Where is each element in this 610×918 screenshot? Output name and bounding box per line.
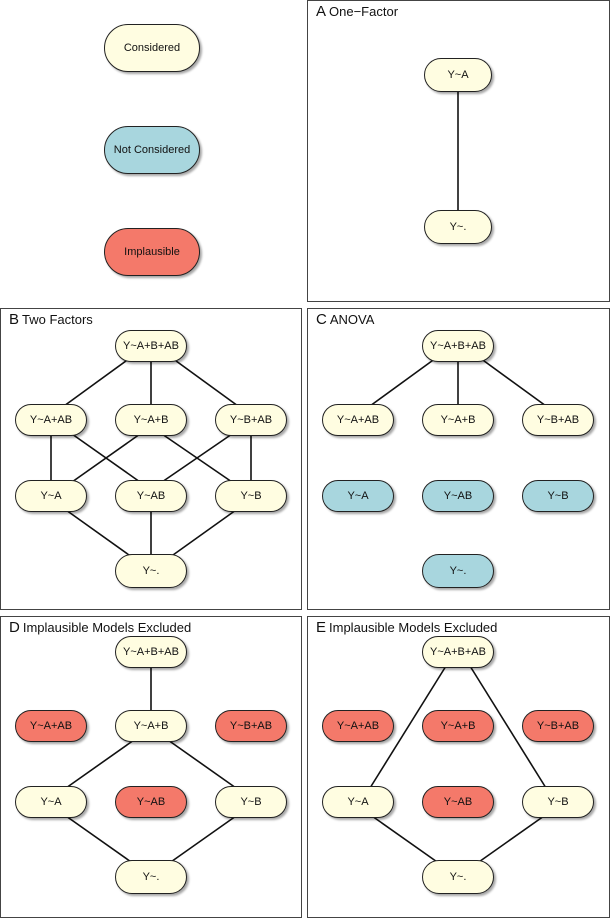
edge-d-ab-b [167,739,237,789]
edge-b-b-y0 [165,509,237,561]
node-d-aab: Y~A+AB [15,710,87,742]
node-d-ab: Y~A+B [115,710,187,742]
node-e-abint: Y~AB [422,786,494,818]
node-b-a: Y~A [15,480,87,512]
edge-e-full-b [469,665,547,789]
edge-d-ab-a [65,739,135,789]
edge-c-full-bab [479,357,547,407]
node-c-b: Y~B [522,480,594,512]
node-d-bab: Y~B+AB [215,710,287,742]
node-c-y0: Y~. [422,554,494,588]
edge-d-a-y0 [65,815,135,865]
edge-b-full-aab [63,357,131,407]
node-d-y0: Y~. [115,860,187,894]
node-a-ya: Y~A [424,58,492,92]
edge-b-ab-a [71,433,141,483]
node-b-aab: Y~A+AB [15,404,87,436]
node-c-aab: Y~A+AB [322,404,394,436]
node-c-bab: Y~B+AB [522,404,594,436]
node-b-ab: Y~A+B [115,404,187,436]
node-c-full: Y~A+B+AB [422,330,494,362]
legend-considered: Considered [104,24,200,72]
node-e-aab: Y~A+AB [322,710,394,742]
edge-d-b-y0 [167,815,237,865]
edge-e-a-y0 [371,815,441,865]
node-b-full: Y~A+B+AB [115,330,187,362]
node-d-full: Y~A+B+AB [115,636,187,668]
node-c-ab: Y~A+B [422,404,494,436]
node-e-b: Y~B [522,786,594,818]
legend-not-considered: Not Considered [104,126,200,174]
node-e-ab: Y~A+B [422,710,494,742]
node-b-y0: Y~. [115,554,187,588]
edge-e-b-y0 [475,815,545,865]
node-d-abint: Y~AB [115,786,187,818]
node-c-abint: Y~AB [422,480,494,512]
node-e-full: Y~A+B+AB [422,636,494,668]
edge-b-a-y0 [65,509,137,561]
legend-implausible: Implausible [104,228,200,276]
node-c-a: Y~A [322,480,394,512]
node-e-y0: Y~. [422,860,494,894]
edge-b-bab-abint [161,433,233,483]
node-e-bab: Y~B+AB [522,710,594,742]
node-a-y0: Y~. [424,210,492,244]
node-b-bab: Y~B+AB [215,404,287,436]
node-d-b: Y~B [215,786,287,818]
node-e-a: Y~A [322,786,394,818]
edge-e-full-a [369,665,447,789]
edge-b-full-bab [171,357,239,407]
node-d-a: Y~A [15,786,87,818]
edge-c-full-aab [369,357,437,407]
node-b-b: Y~B [215,480,287,512]
node-b-abint: Y~AB [115,480,187,512]
